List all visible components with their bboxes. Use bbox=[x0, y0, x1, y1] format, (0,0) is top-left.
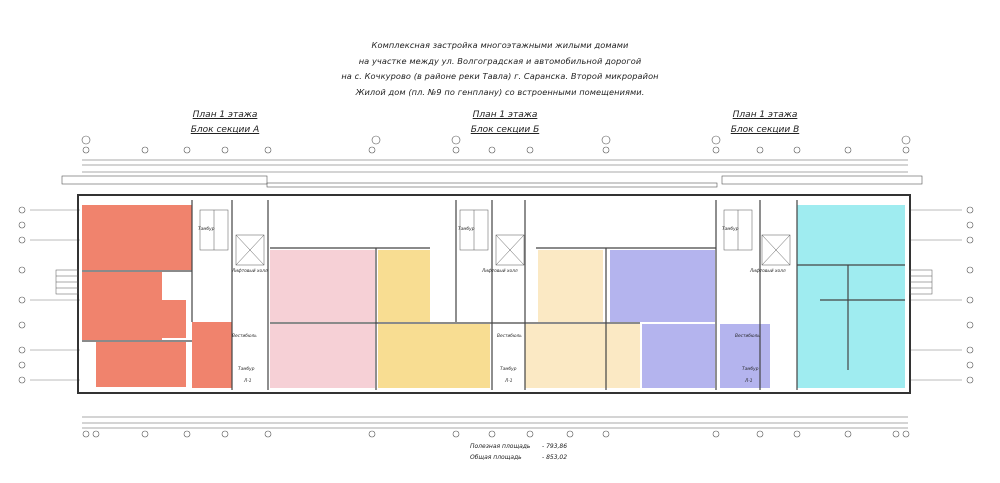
tambur-v-bottom: Тамбур bbox=[742, 366, 759, 372]
section-heading-b: План 1 этажа Блок секции Б bbox=[455, 108, 555, 138]
heading-line: План 1 этажа bbox=[472, 110, 538, 120]
axis-markers-side bbox=[18, 206, 974, 384]
total-area-value: - 853,02 bbox=[542, 454, 568, 461]
entrance-steps bbox=[55, 269, 933, 295]
grid-lines bbox=[30, 209, 962, 381]
room-b5 bbox=[538, 250, 603, 322]
stairs bbox=[199, 209, 791, 266]
canopy bbox=[61, 175, 923, 188]
title-line: Жилой дом (пл. №9 по генплану) со встрое… bbox=[355, 86, 645, 97]
internal-walls bbox=[82, 200, 905, 390]
vestibule-v: Вестибюль bbox=[735, 333, 760, 339]
axis-markers-bottom bbox=[82, 430, 910, 438]
lift-crosses bbox=[235, 234, 791, 266]
room-b1 bbox=[270, 250, 375, 322]
room-v5 bbox=[797, 265, 905, 388]
heading-line: План 1 этажа bbox=[192, 110, 258, 120]
dimension-lines-top bbox=[82, 159, 908, 429]
room-v2 bbox=[642, 324, 715, 388]
room-a3 bbox=[96, 342, 186, 387]
room-b4 bbox=[378, 324, 490, 388]
lift-hall-a: Лифтовый холл bbox=[231, 268, 268, 274]
room-a1 bbox=[82, 205, 192, 270]
useful-area-value: - 793,86 bbox=[542, 443, 568, 450]
total-area-label: Общая площадь bbox=[470, 454, 522, 461]
ll-b: Л-1 bbox=[504, 378, 513, 384]
room-b6 bbox=[525, 324, 640, 388]
heading-line: План 1 этажа bbox=[732, 110, 798, 120]
area-summary: Полезная площадь - 793,86 Общая площадь … bbox=[470, 441, 567, 463]
ll-v: Л-1 bbox=[744, 378, 753, 384]
heading-line: Блок секции В bbox=[730, 125, 800, 135]
room-v4 bbox=[797, 205, 905, 265]
ll-a: Л-1 bbox=[243, 378, 252, 384]
tambur-a-bottom: Тамбур bbox=[238, 366, 255, 372]
heading-line: Блок секции А bbox=[190, 125, 260, 135]
lift-hall-v: Лифтовый холл bbox=[749, 268, 786, 274]
room-b3 bbox=[378, 250, 430, 322]
tambur-v: Тамбур bbox=[722, 226, 739, 232]
room-a5 bbox=[148, 300, 186, 338]
room-a4 bbox=[192, 322, 232, 388]
room-v3 bbox=[720, 324, 770, 388]
section-heading-a: План 1 этажа Блок секции А bbox=[175, 108, 275, 138]
vestibule-b: Вестибюль bbox=[497, 333, 522, 339]
axis-markers-top bbox=[81, 135, 911, 154]
vestibule-a: Вестибюль bbox=[232, 333, 257, 339]
tambur-a: Тамбур bbox=[198, 226, 215, 232]
drawing-title: Комплексная застройка многоэтажными жилы… bbox=[290, 38, 710, 100]
useful-area-label: Полезная площадь bbox=[470, 443, 531, 450]
tambur-b: Тамбур bbox=[458, 226, 475, 232]
title-line: на участке между ул. Волгоградская и авт… bbox=[358, 55, 642, 66]
room-v1 bbox=[610, 250, 715, 322]
section-heading-v: План 1 этажа Блок секции В bbox=[715, 108, 815, 138]
room-b2 bbox=[270, 324, 375, 388]
title-line: Комплексная застройка многоэтажными жилы… bbox=[371, 40, 629, 50]
tambur-b-bottom: Тамбур bbox=[500, 366, 517, 372]
lift-hall-b: Лифтовый холл bbox=[481, 268, 518, 274]
title-line: на с. Кочкурово (в районе реки Тавла) г.… bbox=[341, 71, 659, 82]
heading-line: Блок секции Б bbox=[470, 125, 540, 135]
